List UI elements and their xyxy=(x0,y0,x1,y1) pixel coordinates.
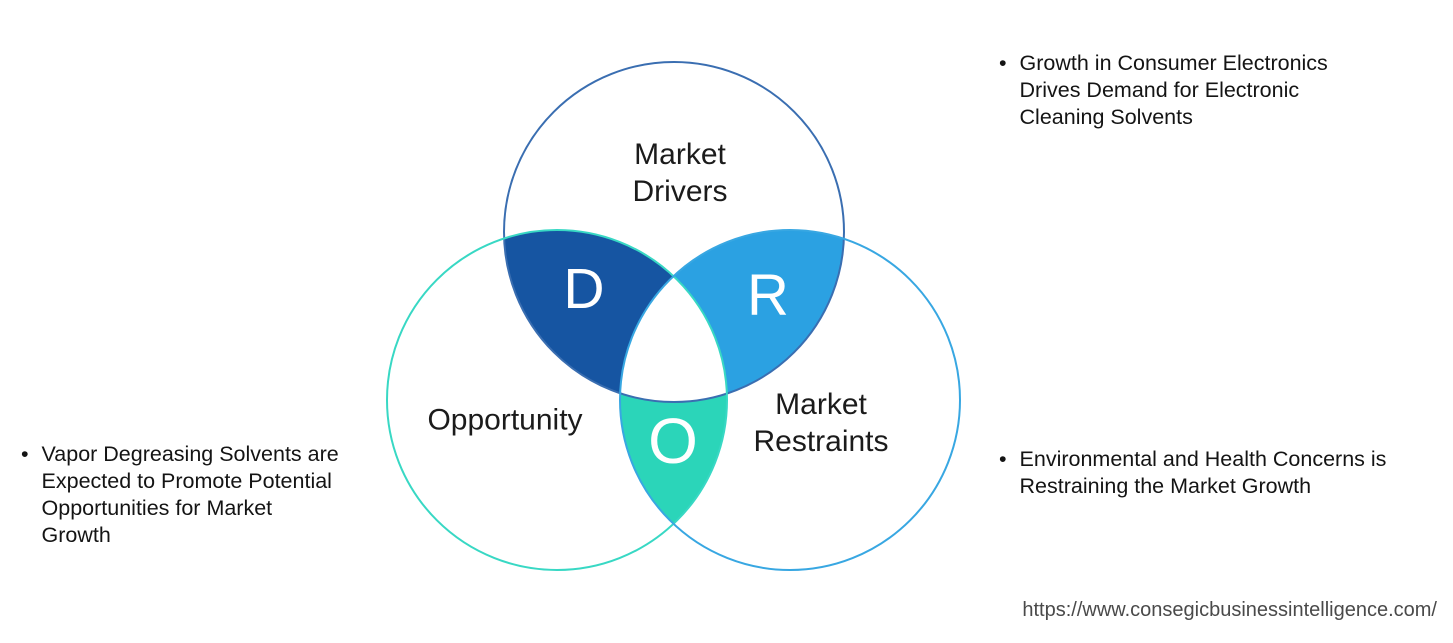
bullet-icon: • xyxy=(999,447,1007,471)
restraints-letter: R xyxy=(747,262,789,328)
opportunity-note-text: Vapor Degreasing Solvents are Expected t… xyxy=(41,442,339,547)
opportunity-label: Opportunity xyxy=(427,403,583,437)
bullet-icon: • xyxy=(21,442,29,466)
restraints-note-text: Environmental and Health Concerns is Res… xyxy=(1019,447,1387,498)
restraints-note: • Environmental and Health Concerns is R… xyxy=(999,446,1444,500)
bullet-icon: • xyxy=(999,51,1007,75)
restraints-circle xyxy=(619,229,961,571)
opportunity-note: • Vapor Degreasing Solvents are Expected… xyxy=(21,441,401,549)
drivers-circle xyxy=(503,61,845,403)
drivers-label: Market Drivers xyxy=(632,138,728,208)
restraints-label: Market Restraints xyxy=(753,388,889,458)
opportunity-letter: O xyxy=(648,405,698,477)
drivers-note: • Growth in Consumer Electronics Drives … xyxy=(999,50,1429,131)
drivers-note-text: Growth in Consumer Electronics Drives De… xyxy=(1019,51,1328,129)
drivers-letter: D xyxy=(563,257,605,321)
source-url: https://www.consegicbusinessintelligence… xyxy=(1022,599,1437,621)
opportunity-circle xyxy=(386,229,728,571)
